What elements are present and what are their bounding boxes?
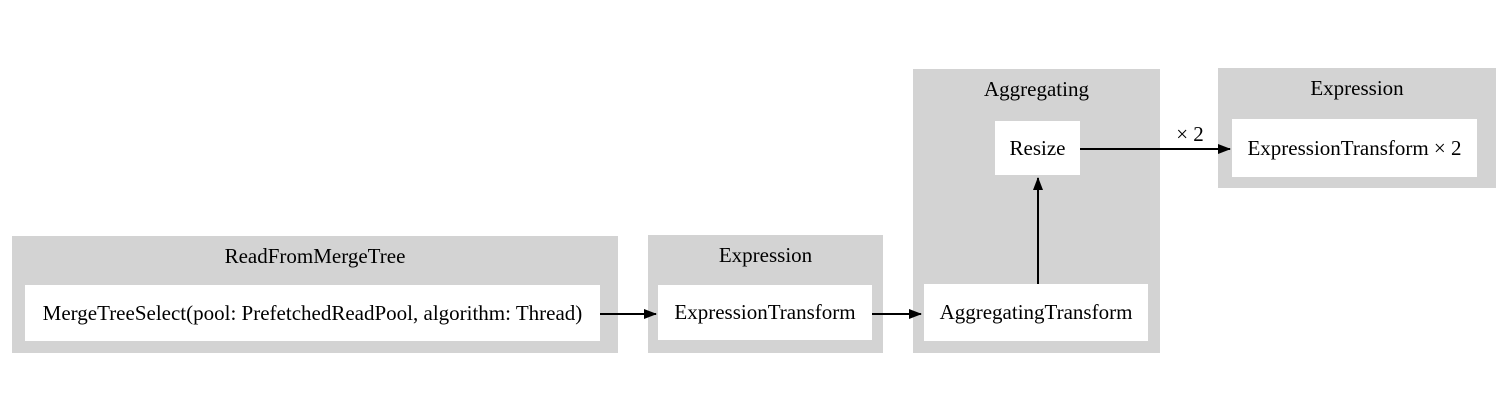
cluster-read-from-merge-tree: ReadFromMergeTree MergeTreeSelect(pool: … (12, 236, 618, 353)
cluster-expression-1: Expression ExpressionTransform (648, 235, 883, 353)
cluster-expression-2: Expression ExpressionTransform × 2 (1218, 68, 1496, 188)
node-expression-transform: ExpressionTransform (658, 285, 872, 340)
node-label: Resize (1009, 135, 1066, 160)
cluster-title: Aggregating (984, 77, 1089, 101)
node-label: ExpressionTransform (674, 300, 856, 324)
node-merge-tree-select: MergeTreeSelect(pool: PrefetchedReadPool… (25, 285, 600, 341)
cluster-title: Expression (718, 243, 813, 267)
cluster-title: Expression (1310, 76, 1404, 100)
cluster-title: ReadFromMergeTree (224, 244, 406, 268)
cluster-aggregating: Aggregating Resize AggregatingTransform (913, 69, 1160, 353)
node-label: ExpressionTransform × 2 (1247, 135, 1462, 160)
node-aggregating-transform: AggregatingTransform (924, 284, 1148, 341)
node-resize: Resize (995, 121, 1080, 175)
edge-multiplicity-label: × 2 (1176, 122, 1204, 146)
node-label: AggregatingTransform (939, 300, 1133, 324)
node-expression-transform-x2: ExpressionTransform × 2 (1232, 119, 1477, 177)
node-label: MergeTreeSelect(pool: PrefetchedReadPool… (42, 300, 583, 325)
